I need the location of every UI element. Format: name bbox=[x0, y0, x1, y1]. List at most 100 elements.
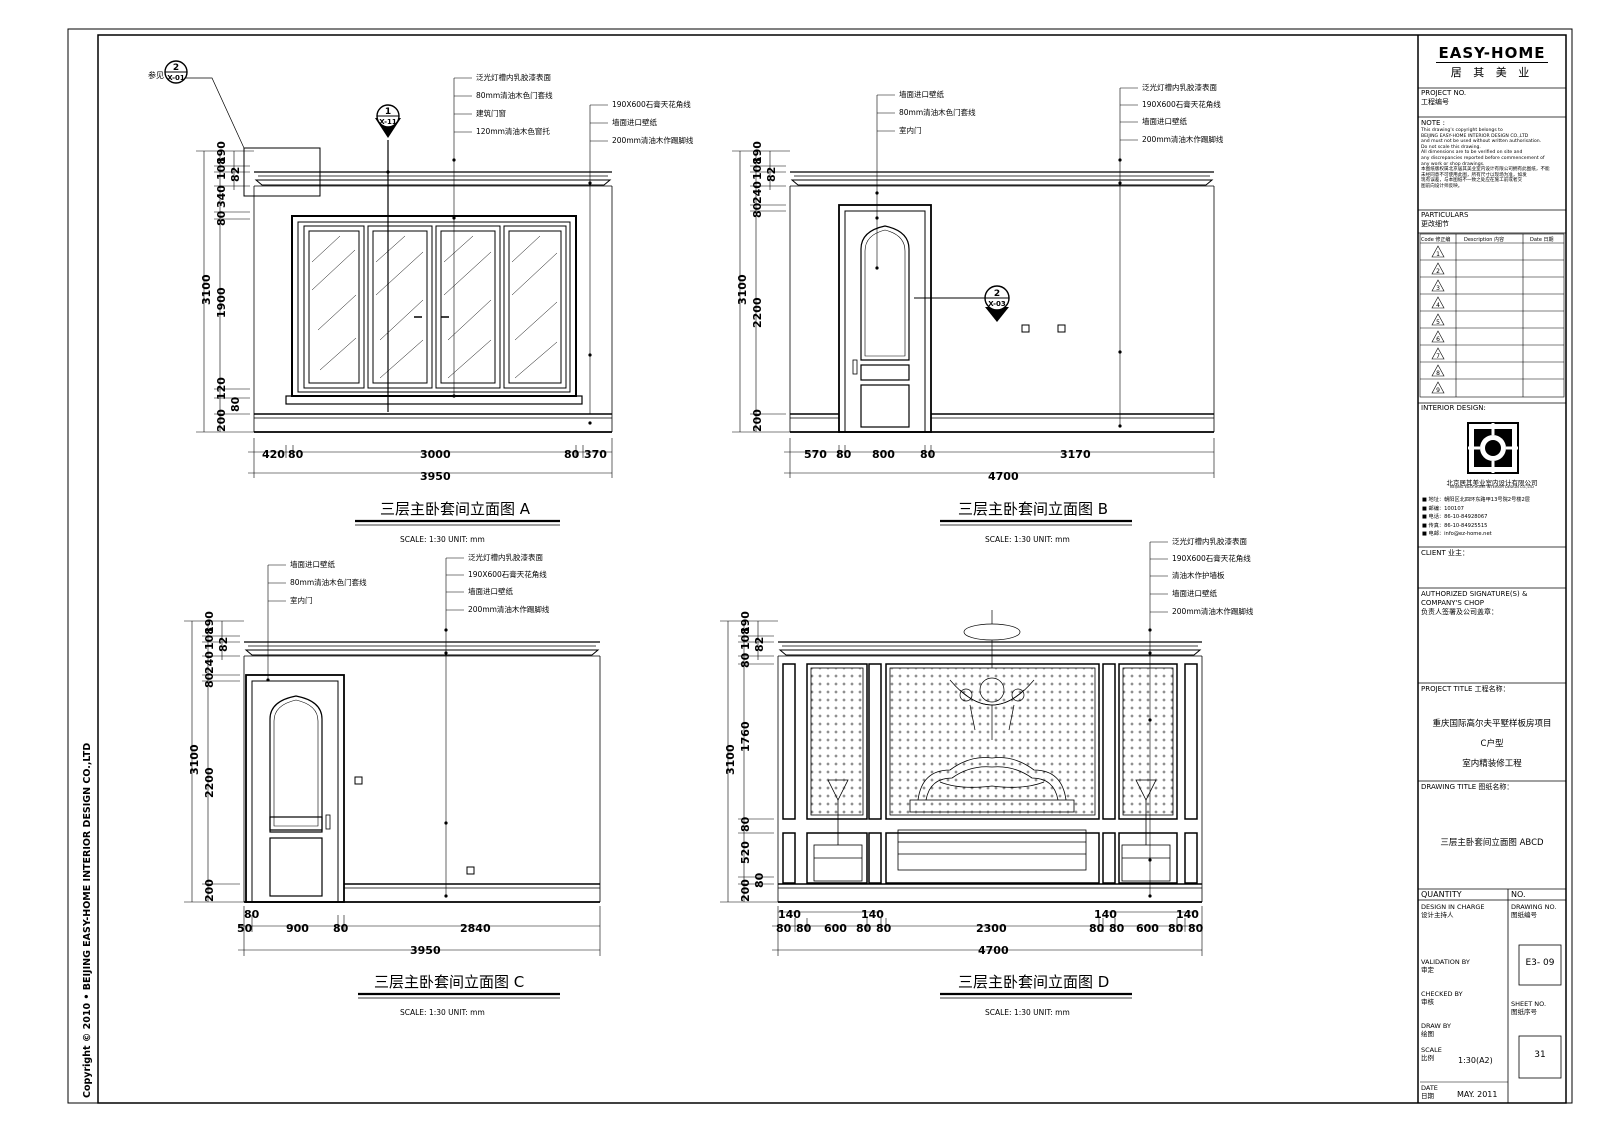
sheet-no-cn: 图纸序号 bbox=[1511, 1008, 1537, 1016]
elev-d-vdim: 3100 bbox=[724, 744, 737, 775]
note-line: BEIJING EASY-HOME INTERIOR DESIGN CO.,LT… bbox=[1421, 133, 1529, 139]
elev-a-section-bottom: X-11 bbox=[379, 118, 397, 126]
note-line: any discrepancies reported before commen… bbox=[1421, 155, 1545, 161]
elev-a-vdim: 190 bbox=[215, 141, 228, 164]
particulars-en: PARTICULARS bbox=[1421, 211, 1469, 219]
contact-phone: ■ 电话：86-10-84928067 bbox=[1422, 514, 1488, 520]
elev-b-note: 墙面进口壁纸 bbox=[899, 89, 944, 99]
brand-name-en: EASY-HOME bbox=[1436, 44, 1548, 63]
company-name-en: BEIJING EASY-HOME INTERIOR DESIGN CO.,LT… bbox=[1450, 485, 1534, 489]
draw-by-cn: 绘图 bbox=[1421, 1030, 1434, 1038]
elev-c-hdim: 80 bbox=[244, 908, 260, 921]
elev-a-scale: SCALE: 1:30 UNIT: mm bbox=[400, 535, 485, 544]
elev-a-note: 建筑门窗 bbox=[476, 108, 506, 118]
elev-b-vdim: 82 bbox=[765, 167, 778, 182]
validation-by-en: VALIDATION BY bbox=[1421, 958, 1470, 966]
elev-b-vdim: 240 bbox=[751, 181, 764, 204]
elev-c-hdim: 80 bbox=[333, 922, 349, 935]
elevation-a: 三层主卧套间立面图 A SCALE: 1:30 UNIT: mm 参见 2 X-… bbox=[148, 60, 694, 544]
drawing-no-value: E3- 09 bbox=[1525, 958, 1555, 968]
project-no-label: PROJECT NO. 工程编号 bbox=[1421, 89, 1466, 107]
design-in-charge: DESIGN IN CHARGE 设计主持人 bbox=[1421, 903, 1485, 919]
elev-c-total: 3950 bbox=[410, 944, 441, 957]
elev-a-vdim: 200 bbox=[215, 409, 228, 432]
scale-label: SCALE 比例 bbox=[1421, 1046, 1442, 1062]
project-title-line: 重庆国际高尔夫平墅样板房项目 bbox=[1432, 719, 1552, 729]
elev-a-vdim: 340 bbox=[215, 185, 228, 208]
authorized-signature-block: AUTHORIZED SIGNATURE(S) & COMPANY'S CHOP… bbox=[1421, 590, 1565, 617]
elev-b-vdim: 2200 bbox=[751, 297, 764, 328]
elev-b-vdim: 108 bbox=[751, 157, 764, 180]
elev-d-note: 190X600石膏天花角线 bbox=[1172, 553, 1251, 563]
elev-b-note: 200mm清油木作踢脚线 bbox=[1142, 134, 1224, 144]
elev-d-vdim: 200 bbox=[739, 879, 752, 902]
rev-code: 8 bbox=[1436, 370, 1440, 377]
brand-name-cn: 居 其 美 业 bbox=[1450, 66, 1534, 79]
elev-d-hdim-top: 140 bbox=[1094, 908, 1117, 921]
rev-code: 2 bbox=[1436, 268, 1440, 275]
date-en: DATE bbox=[1421, 1084, 1438, 1092]
note-label: NOTE : bbox=[1421, 119, 1446, 127]
elev-c-vdim: 80 bbox=[203, 672, 216, 688]
elev-c-vdim: 82 bbox=[217, 637, 230, 652]
elev-b-hdim: 3170 bbox=[1060, 448, 1091, 461]
elev-d-hdim: 80 bbox=[876, 922, 892, 935]
elev-a-hdim: 80 bbox=[288, 448, 304, 461]
elev-d-hdim: 80 bbox=[1188, 922, 1204, 935]
elev-a-vdim: 108 bbox=[215, 157, 228, 180]
draw-by: DRAW BY 绘图 bbox=[1421, 1022, 1451, 1038]
elev-d-hdim: 80 bbox=[856, 922, 872, 935]
drawing-no-en: DRAWING NO. bbox=[1511, 903, 1557, 911]
rev-code: 3 bbox=[1436, 285, 1440, 292]
project-title-line: 室内精装修工程 bbox=[1462, 759, 1522, 769]
elev-d-hdim: 80 bbox=[1109, 922, 1125, 935]
elev-c-vdim: 108 bbox=[203, 627, 216, 650]
contact-fax: ■ 传真：86-10-84925515 bbox=[1422, 522, 1488, 529]
elev-d-vdim: 108 bbox=[739, 627, 752, 650]
sheet-no-en: SHEET NO. bbox=[1511, 1000, 1547, 1008]
note-line: 现有误差，与本图纸不一致之处应在施工前或者交 bbox=[1421, 178, 1523, 184]
elev-a-section-top: 1 bbox=[385, 107, 391, 117]
revision-triangles bbox=[1431, 245, 1445, 394]
elev-d-scale: SCALE: 1:30 UNIT: mm bbox=[985, 1008, 1070, 1017]
elev-c-vdim: 2200 bbox=[203, 767, 216, 798]
brand-logo: EASY-HOME 居 其 美 业 bbox=[1418, 44, 1566, 80]
elevation-c: 三层主卧套间立面图 C SCALE: 1:30 UNIT: mm 墙面进口壁纸 … bbox=[184, 552, 601, 1017]
elev-b-vdim: 3100 bbox=[736, 274, 749, 305]
note-line: and must not be used without written aut… bbox=[1421, 139, 1542, 145]
elev-b-section-top: 2 bbox=[994, 289, 1000, 299]
auth-cn: 负责人签署及公司盖章： bbox=[1421, 608, 1498, 616]
date-label: DATE 日期 bbox=[1421, 1084, 1438, 1100]
elev-b-hdim: 570 bbox=[804, 448, 827, 461]
rev-code: 4 bbox=[1436, 302, 1440, 309]
drawing-title-label: DRAWING TITLE 图纸名称： bbox=[1421, 783, 1514, 791]
elev-a-note: 200mm清油木作踢脚线 bbox=[612, 135, 694, 145]
elev-d-hdim: 80 bbox=[1089, 922, 1105, 935]
date-value: MAY. 2011 bbox=[1457, 1090, 1498, 1099]
validation-by: VALIDATION BY 审定 bbox=[1421, 958, 1470, 974]
elev-b-note: 泛光灯槽内乳胶漆表面 bbox=[1142, 82, 1217, 92]
scale-value: 1:30(A2) bbox=[1458, 1056, 1493, 1065]
rev-code: 5 bbox=[1436, 319, 1440, 326]
elev-d-note: 清油木作护墙板 bbox=[1172, 570, 1225, 580]
note-line: This drawing's copyright belongs to bbox=[1421, 128, 1503, 133]
elev-d-note: 200mm清油木作踢脚线 bbox=[1172, 606, 1254, 616]
elev-d-vdim: 80 bbox=[753, 872, 766, 888]
elev-a-ref-bottom: X-01 bbox=[167, 74, 185, 82]
elev-b-total: 4700 bbox=[988, 470, 1019, 483]
elev-a-hdim: 370 bbox=[584, 448, 607, 461]
elev-a-title: 三层主卧套间立面图 A bbox=[380, 500, 531, 518]
elev-d-hdim: 80 bbox=[796, 922, 812, 935]
draw-by-en: DRAW BY bbox=[1421, 1022, 1451, 1030]
elev-a-note: 墙面进口壁纸 bbox=[612, 117, 657, 127]
rev-code: 7 bbox=[1436, 353, 1440, 360]
contacts-block: ■ 地址：朝阳区北四环东路甲13号院2号楼2层 ■ 邮编：100107 ■ 电话… bbox=[1422, 496, 1562, 539]
date-cn: 日期 bbox=[1421, 1092, 1434, 1100]
elev-d-title: 三层主卧套间立面图 D bbox=[958, 973, 1109, 991]
elev-c-note: 80mm清油木色门套线 bbox=[290, 577, 367, 587]
rev-code: 1 bbox=[1436, 251, 1440, 258]
elev-d-hdim: 600 bbox=[1136, 922, 1159, 935]
elev-c-vdim: 240 bbox=[203, 651, 216, 674]
elev-a-vdim: 80 bbox=[229, 396, 242, 412]
